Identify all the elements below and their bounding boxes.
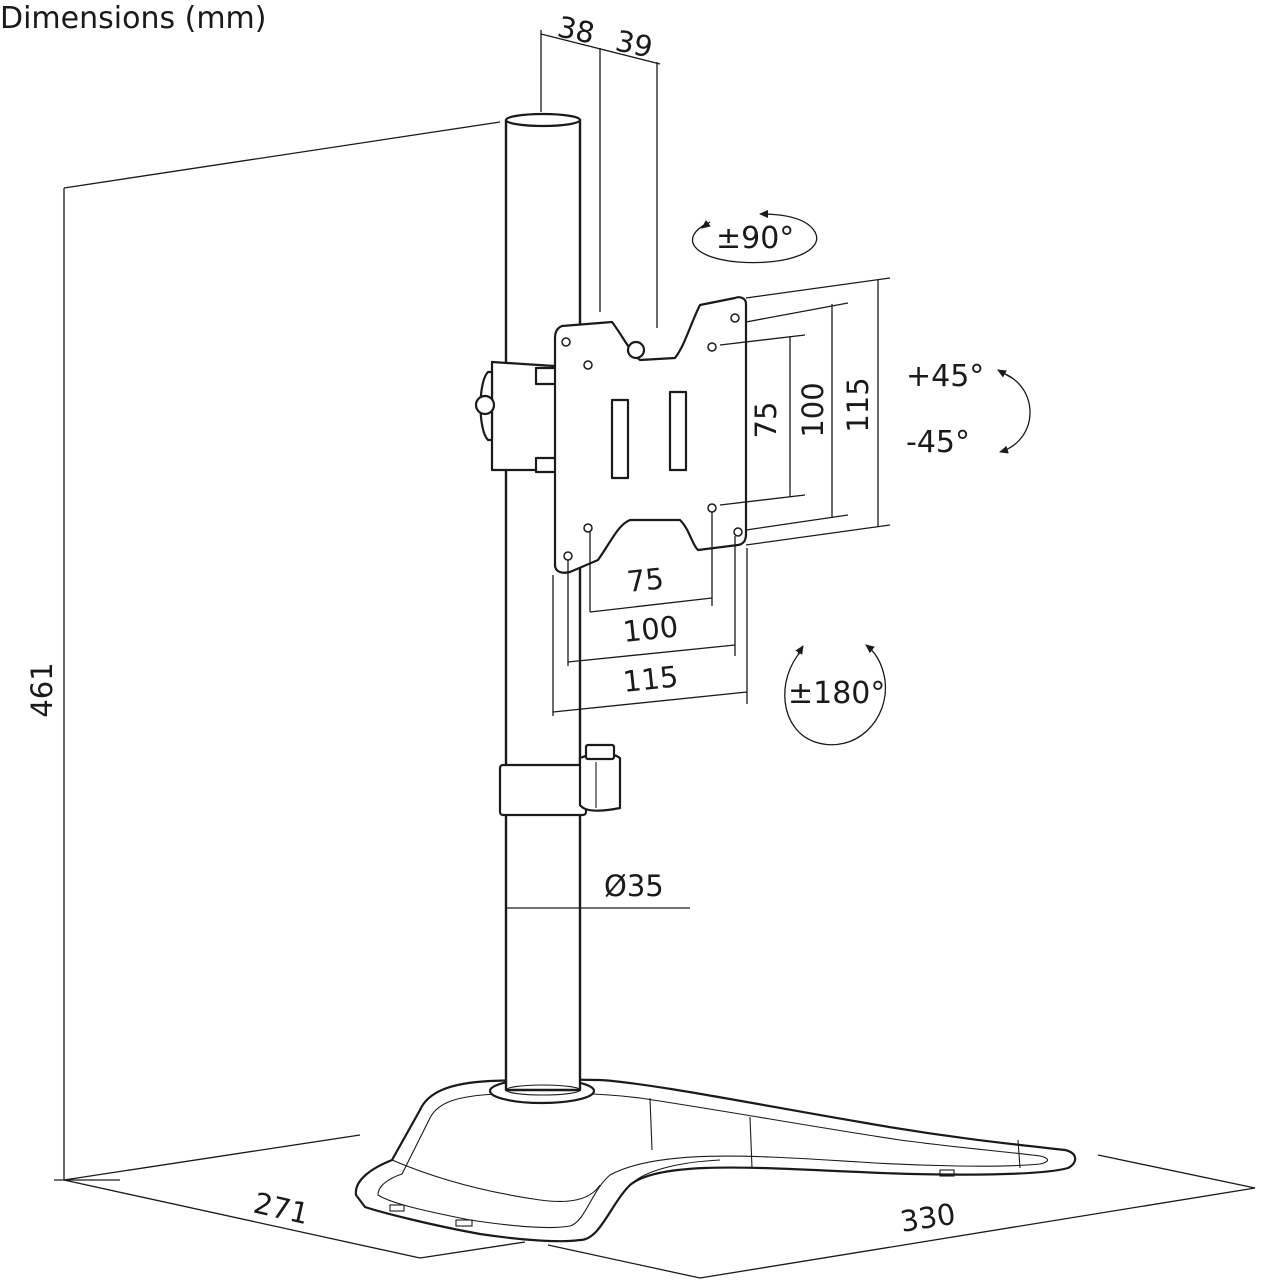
rotation-label: ±90° [716,221,794,256]
vesa-horizontal-75: 75 [625,561,665,599]
cable-clip [498,743,622,817]
vesa-plate [553,296,748,574]
diagram-title: Dimensions (mm) [0,1,266,36]
vesa-vertical-115: 115 [841,377,875,432]
base-depth-label: 271 [250,1186,312,1232]
stand-pole [504,112,582,1096]
pole-diameter-label: Ø35 [604,869,664,903]
pole-offset-right-label: 39 [613,24,656,65]
height-label: 461 [25,662,59,717]
rotation-indicator: ±90° [692,210,818,264]
pole-diameter-dimension: Ø35 [506,869,690,909]
swivel-label: ±180° [788,676,885,711]
vesa-vertical-100: 100 [796,382,830,437]
stand-base [354,1077,1077,1243]
base-width-label: 330 [898,1197,958,1239]
tilt-up-label: +45° [906,359,984,394]
vesa-vertical-75: 75 [749,402,783,439]
vesa-horizontal-dimensions: 75 100 115 [552,512,748,716]
vesa-vertical-dimensions: 75 100 115 [719,277,891,546]
height-dimension: 461 [25,121,501,1181]
tilt-down-label: -45° [906,425,970,460]
pole-offset-dimension: 38 39 [540,10,661,328]
vesa-horizontal-100: 100 [621,609,680,649]
tilt-indicator: +45° -45° [906,359,1031,460]
pole-offset-left-label: 38 [555,10,598,51]
vesa-horizontal-115: 115 [621,659,680,699]
swivel-indicator: ±180° [784,644,887,746]
